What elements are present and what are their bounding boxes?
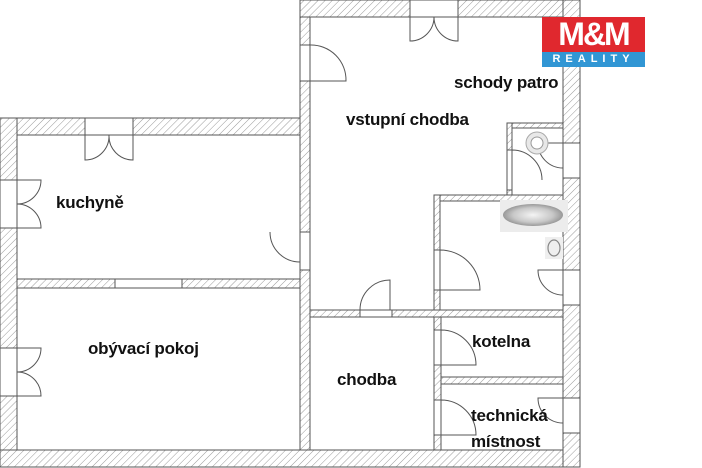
room-label-kotelna: kotelna <box>472 332 531 351</box>
door-swings <box>16 16 564 436</box>
room-label-schody-patro: schody patro <box>454 73 559 92</box>
logo-mm-text: M&M <box>542 17 645 52</box>
room-label-technicka: technická <box>471 406 548 425</box>
room-label-kuchyne: kuchyně <box>56 193 124 212</box>
toilet-icon <box>525 131 549 155</box>
logo-reality-text: REALITY <box>542 52 645 67</box>
room-label-vstupni-chodba: vstupní chodba <box>346 110 469 129</box>
sink-icon <box>545 237 563 259</box>
bathtub-icon <box>500 200 568 232</box>
mm-reality-logo: M&M REALITY <box>542 17 645 67</box>
room-label-obyvaci-pokoj: obývací pokoj <box>88 339 199 358</box>
room-label-mistnost: místnost <box>471 432 541 451</box>
room-label-chodba: chodba <box>337 370 397 389</box>
walls <box>0 0 581 468</box>
openings <box>0 0 581 436</box>
